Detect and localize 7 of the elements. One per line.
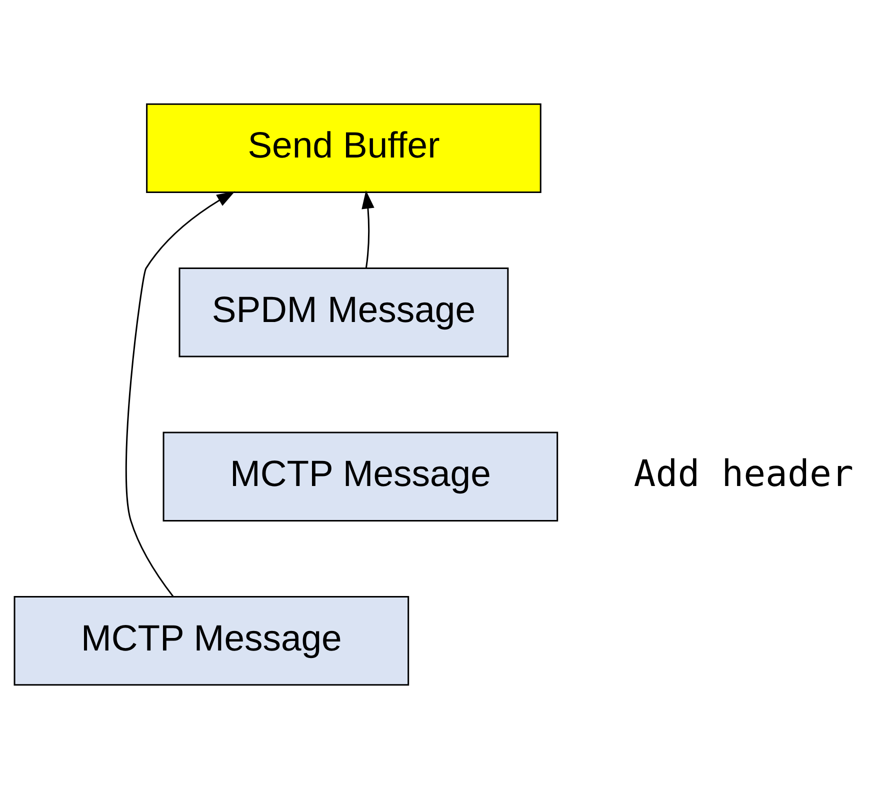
node-box: Send Buffer	[146, 102, 542, 193]
label: Add header	[634, 452, 854, 495]
node-box: MCTP Message	[162, 431, 558, 521]
node-box: SPDM Message	[178, 267, 509, 357]
node-box: MCTP Message	[14, 595, 410, 686]
arrow	[362, 190, 374, 268]
arrow	[125, 190, 236, 596]
